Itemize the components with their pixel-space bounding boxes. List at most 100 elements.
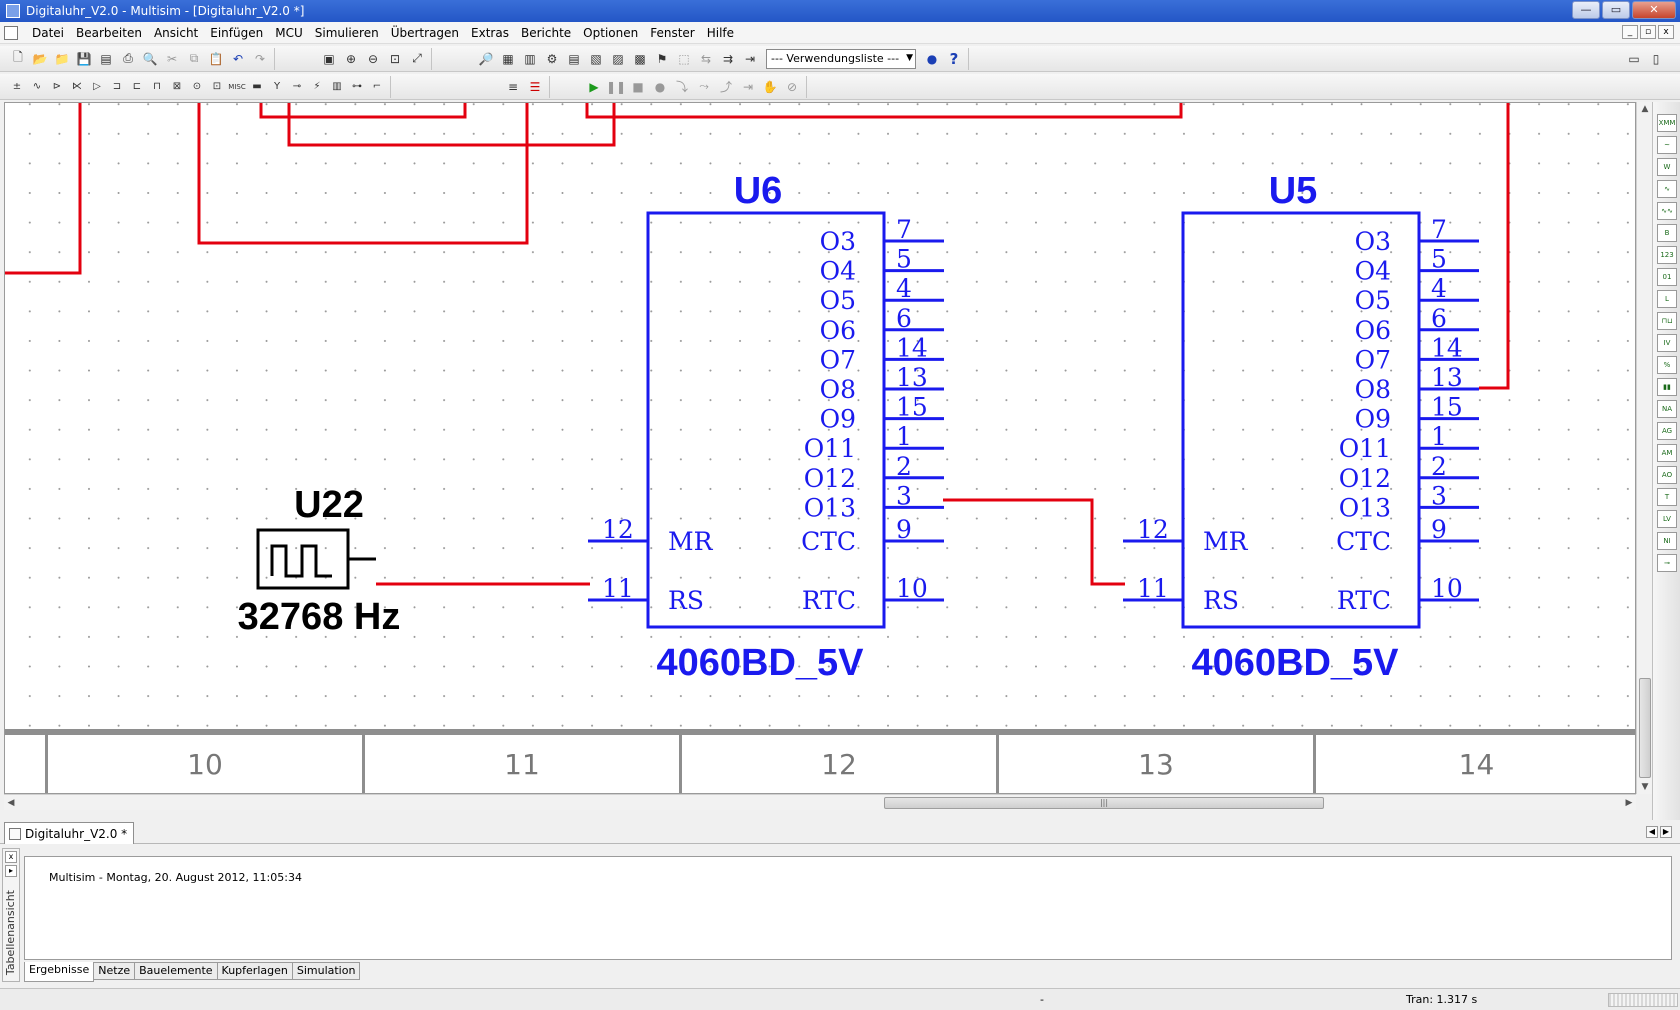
clock-source-u22[interactable]: U22 32768 Hz: [238, 484, 401, 638]
panel-close-icon[interactable]: x: [5, 851, 17, 863]
tab-scroll-right-icon[interactable]: ▶: [1660, 826, 1672, 838]
menu-hilfe[interactable]: Hilfe: [706, 25, 735, 40]
mdi-restore-button[interactable]: ▫: [1640, 25, 1656, 39]
resize-grip[interactable]: [1608, 993, 1678, 1007]
wire[interactable]: [197, 103, 529, 245]
wattmeter-icon[interactable]: W: [1657, 158, 1677, 176]
breadboard-view-icon[interactable]: ▭: [1628, 51, 1640, 66]
copy-icon[interactable]: ⧉: [189, 51, 199, 65]
wire[interactable]: [943, 498, 1125, 586]
scroll-down-icon[interactable]: ▼: [1641, 782, 1649, 792]
undo-icon[interactable]: ↶: [232, 51, 244, 66]
misc-digital-component-icon[interactable]: ⊓: [153, 81, 161, 92]
zoom-out-icon[interactable]: ⊖: [367, 51, 379, 66]
analysis-list-icon[interactable]: ☰: [529, 79, 541, 94]
panel-tab-bauelemente[interactable]: Bauelemente: [134, 962, 218, 980]
ni-elvis-icon[interactable]: NI: [1657, 532, 1677, 550]
spreadsheet-view-icon[interactable]: ▦: [502, 51, 514, 66]
help-button[interactable]: ?: [949, 49, 959, 68]
component-wizard-icon[interactable]: ⚙: [546, 51, 558, 66]
agilent-multimeter-icon[interactable]: AM: [1657, 444, 1677, 462]
interactive-icon[interactable]: ≡: [507, 79, 519, 94]
new-file-icon[interactable]: 🗋: [13, 50, 23, 64]
analog-component-icon[interactable]: ▷: [93, 81, 101, 92]
electromechanical-component-icon[interactable]: ⊸: [292, 81, 302, 92]
mdi-close-button[interactable]: x: [1658, 25, 1674, 39]
panel-tab-netze[interactable]: Netze: [93, 962, 136, 980]
misc-component-icon[interactable]: MISC: [228, 82, 246, 91]
menu-ansicht[interactable]: Ansicht: [153, 25, 199, 40]
vertical-scrollbar[interactable]: ▲ ▼: [1636, 102, 1652, 794]
menu-einfuegen[interactable]: Einfügen: [210, 25, 264, 40]
run-simulation-icon[interactable]: ▶: [589, 79, 599, 94]
scroll-right-icon[interactable]: ▶: [1625, 798, 1633, 808]
bode-plotter-icon[interactable]: B: [1657, 224, 1677, 242]
menu-extras[interactable]: Extras: [471, 25, 509, 40]
mixed-component-icon[interactable]: ⊠: [172, 81, 182, 92]
menu-mcu[interactable]: MCU: [275, 25, 303, 40]
hierarchical-block-icon[interactable]: ⊶: [352, 81, 362, 92]
back-annotate-icon[interactable]: ⇆: [700, 51, 712, 66]
fullscreen-icon[interactable]: ▣: [323, 51, 335, 66]
capture-area-icon[interactable]: ⬚: [678, 51, 690, 66]
iv-analyzer-icon[interactable]: IV: [1657, 334, 1677, 352]
menu-uebertragen[interactable]: Übertragen: [390, 25, 460, 40]
transistor-component-icon[interactable]: ⋉: [72, 81, 82, 92]
zoom-fit-icon[interactable]: ⤢: [412, 51, 422, 65]
minimize-button[interactable]: —: [1572, 1, 1600, 19]
rf-component-icon[interactable]: Y: [273, 81, 281, 92]
basic-component-icon[interactable]: ∿: [32, 81, 42, 92]
tab-scroll-left-icon[interactable]: ◀: [1646, 826, 1658, 838]
zoom-area-icon[interactable]: ⊡: [389, 51, 401, 66]
print-icon[interactable]: ⎙: [123, 51, 133, 65]
step-over-icon[interactable]: ⤳: [699, 79, 709, 93]
source-component-icon[interactable]: ±: [12, 81, 22, 92]
bus-icon[interactable]: ⌐: [372, 81, 382, 92]
save-icon[interactable]: 💾: [76, 51, 92, 66]
horizontal-scroll-thumb[interactable]: |||: [884, 797, 1324, 809]
multisim-app-icon[interactable]: [6, 4, 20, 18]
word-generator-icon[interactable]: 01: [1657, 268, 1677, 286]
design-tab-digitaluhr[interactable]: Digitaluhr_V2.0 *: [4, 822, 135, 844]
panel-tab-kupferlagen[interactable]: Kupferlagen: [216, 962, 293, 980]
in-use-list-dropdown[interactable]: --- Verwendungsliste --- ▼: [766, 48, 916, 69]
scroll-up-icon[interactable]: ▲: [1641, 104, 1649, 114]
run-to-cursor-icon[interactable]: ⇥: [742, 79, 754, 94]
diode-component-icon[interactable]: ⊳: [52, 81, 62, 92]
save-all-icon[interactable]: ▤: [100, 51, 112, 66]
horizontal-scrollbar[interactable]: ◀ ||| ▶: [4, 794, 1636, 810]
wire[interactable]: [585, 103, 1183, 119]
function-generator-icon[interactable]: ~: [1657, 136, 1677, 154]
network-analyzer-icon[interactable]: NA: [1657, 400, 1677, 418]
print-preview-icon[interactable]: 🔍: [142, 51, 158, 66]
postprocessor-icon[interactable]: ▧: [590, 51, 602, 66]
logic-analyzer-icon[interactable]: ⊓⊔: [1657, 312, 1677, 330]
ni-component-icon[interactable]: ⚡: [313, 81, 321, 92]
education-website-icon[interactable]: ●: [926, 51, 938, 66]
pause-simulation-icon[interactable]: ❚❚: [605, 79, 627, 94]
ttl-component-icon[interactable]: ⊐: [112, 81, 122, 92]
agilent-generator-icon[interactable]: AG: [1657, 422, 1677, 440]
multimeter-icon[interactable]: XMM: [1657, 114, 1677, 132]
mdi-minimize-button[interactable]: _: [1622, 25, 1638, 39]
panel-tab-ergebnisse[interactable]: Ergebnisse: [24, 962, 95, 982]
electrical-rules-icon[interactable]: ⚑: [656, 51, 668, 66]
oscilloscope-icon[interactable]: ∿: [1657, 180, 1677, 198]
cut-icon[interactable]: ✂: [166, 51, 178, 66]
design-toolbox-icon[interactable]: 🔎: [478, 51, 494, 66]
spectrum-analyzer-icon[interactable]: ▮▮: [1657, 378, 1677, 396]
results-output[interactable]: Multisim - Montag, 20. August 2012, 11:0…: [24, 856, 1672, 960]
step-into-icon[interactable]: ⤵: [675, 80, 688, 94]
peripheral-component-icon[interactable]: ▬: [252, 81, 262, 92]
menu-bearbeiten[interactable]: Bearbeiten: [76, 25, 142, 40]
close-button[interactable]: ✕: [1632, 1, 1676, 19]
paste-icon[interactable]: 📋: [208, 51, 224, 66]
four-channel-oscilloscope-icon[interactable]: ∿∿: [1657, 202, 1677, 220]
panel-pin-icon[interactable]: ▸: [5, 865, 17, 877]
wire[interactable]: [5, 103, 82, 275]
stop-simulation-icon[interactable]: ■: [632, 79, 644, 94]
